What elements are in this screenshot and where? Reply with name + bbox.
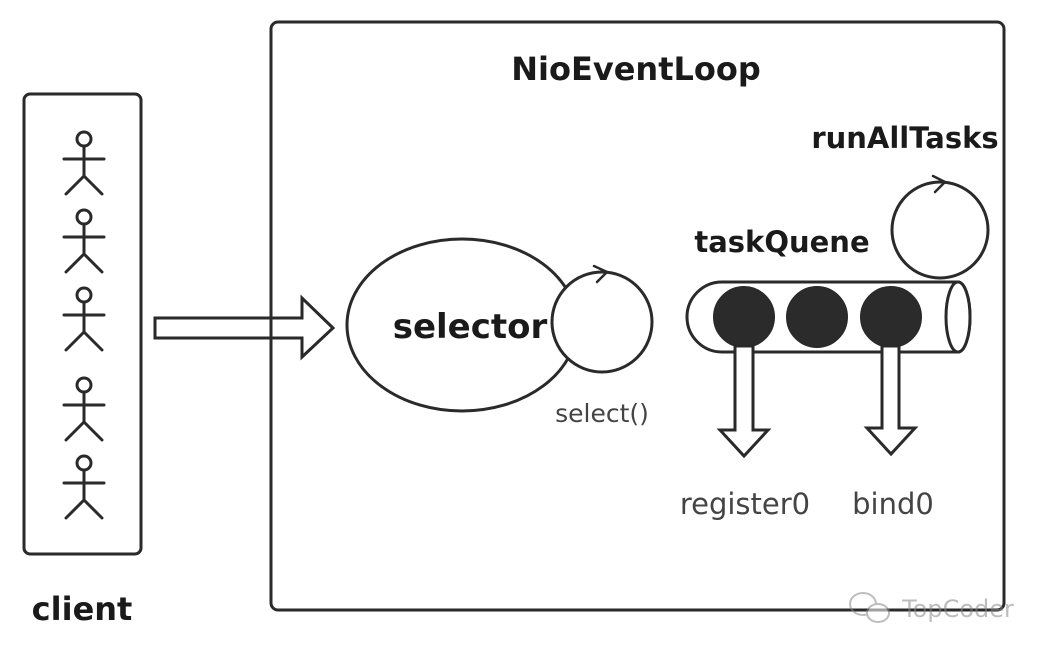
container-title: NioEventLoop [511, 50, 761, 88]
select-label: select() [555, 399, 649, 428]
task-item [713, 286, 775, 348]
task-item [860, 286, 922, 348]
watermark-text: TopCoder [901, 595, 1014, 623]
register-label: register0 [680, 487, 810, 521]
watermark: TopCoder [849, 592, 1014, 623]
actor-icon [62, 208, 106, 274]
task-queue-cylinder-end [944, 280, 972, 354]
actor-icon [62, 454, 106, 520]
run-all-tasks-loop-arrow-icon [931, 174, 947, 194]
client-box [22, 92, 143, 556]
bind-arrow [863, 344, 919, 457]
task-queue-label: taskQuene [694, 225, 869, 259]
register-arrow [716, 344, 772, 459]
client-actors [62, 130, 106, 520]
wechat-icon [849, 592, 890, 623]
client-label: client [32, 590, 133, 628]
actor-icon [62, 376, 106, 442]
select-loop-circle [550, 270, 654, 374]
select-loop-arrow-icon [592, 264, 609, 284]
actor-icon [62, 286, 106, 352]
run-all-tasks-label: runAllTasks [811, 121, 998, 155]
actor-icon [62, 130, 106, 196]
task-item [786, 286, 848, 348]
bind-label: bind0 [852, 487, 934, 521]
task-queue-items [713, 286, 922, 348]
client-to-loop-arrow [153, 294, 336, 361]
nio-event-loop-container [269, 20, 1006, 612]
run-all-tasks-loop-circle [890, 180, 990, 280]
selector-label: selector [393, 307, 548, 347]
